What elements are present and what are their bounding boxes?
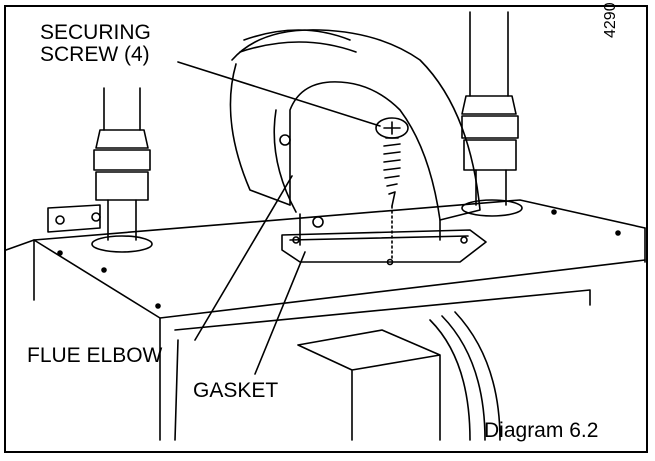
flue-elbow-leader <box>194 175 293 341</box>
securing-screw-shaft <box>383 137 401 207</box>
securing-screw-label-line2: SCREW (4) <box>40 43 150 66</box>
left-pipe <box>103 87 141 131</box>
flue-elbow-body <box>231 29 481 221</box>
flue-elbow-label: FLUE ELBOW <box>27 344 163 367</box>
gasket-leader <box>254 251 306 375</box>
mounting-bracket <box>47 204 101 233</box>
boiler-top-outline <box>5 199 646 251</box>
diagram-frame <box>4 5 648 453</box>
gasket-plate <box>281 229 487 263</box>
right-pipe <box>469 11 509 97</box>
gasket-label: GASKET <box>193 379 279 402</box>
reference-number: 4290 <box>602 2 619 38</box>
lower-block <box>297 329 441 441</box>
securing-screw-label-line1: SECURING <box>40 21 151 44</box>
diagram-caption: Diagram 6.2 <box>484 419 599 442</box>
securing-screw-leader <box>177 61 381 127</box>
